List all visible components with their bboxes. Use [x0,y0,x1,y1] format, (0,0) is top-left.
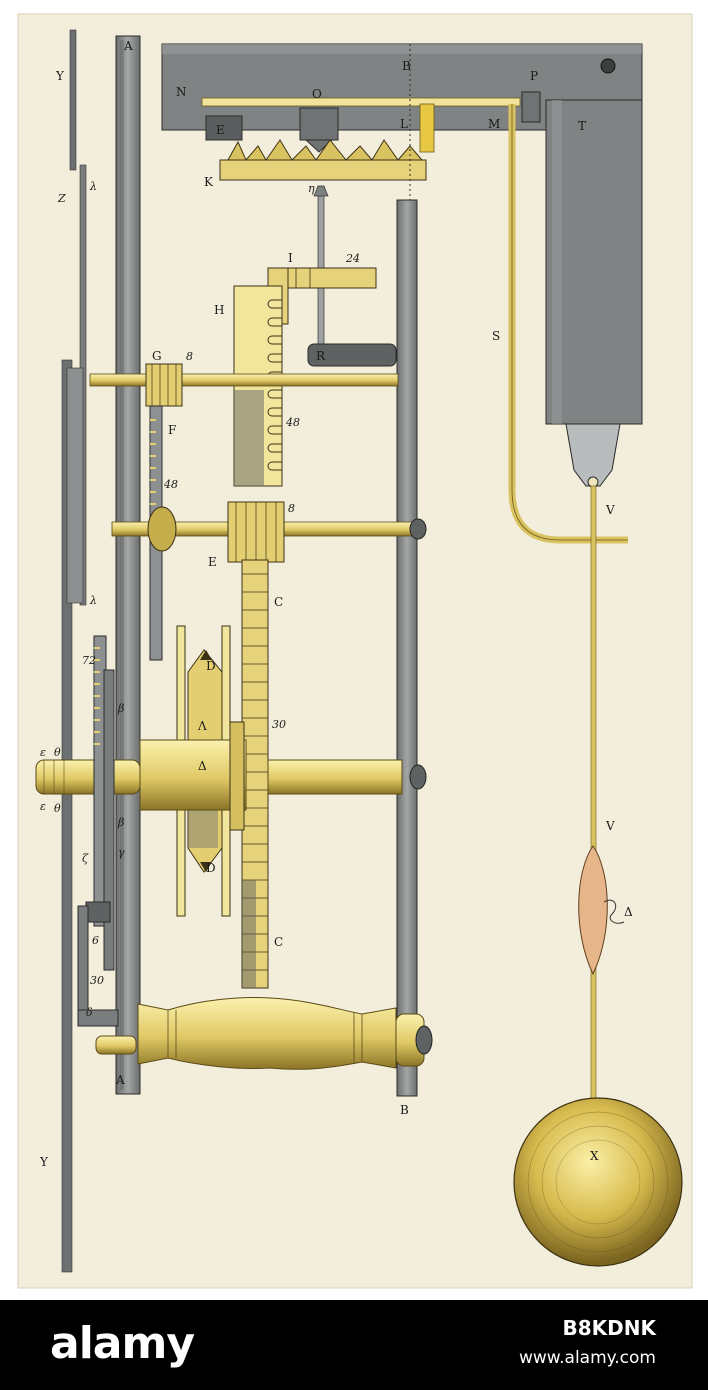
label-72: 72 [82,654,96,667]
collet-e [147,506,177,552]
label-theta-top: θ [54,746,61,759]
label-epsilon-low: ε [40,800,46,813]
image-code: B8KDNK [562,1316,657,1340]
rod-y-lower [61,359,73,1273]
label-h: H [214,303,224,317]
label-o: O [312,87,322,101]
pinion-g [145,363,183,407]
pinion-6 [85,901,111,923]
label-30-low: 30 [90,974,104,987]
label-g: G [152,349,162,363]
label-48-mid: 48 [285,416,300,429]
label-f: F [168,423,176,437]
label-eta: η [308,182,315,195]
suspension-clamp [565,423,621,487]
pendulum-rod [590,485,597,1107]
label-a-top: A [123,39,133,53]
arbor-g [89,373,399,387]
label-gamma: γ [118,846,125,859]
crown-wheel-k [219,159,427,181]
label-b-low: B [400,1103,409,1117]
label-beta-top: β [117,702,124,715]
label-i: I [288,251,293,265]
label-r: R [316,349,326,363]
block-e [205,115,243,141]
label-lambda-cap: Λ [197,719,207,733]
label-lambda-top: λ [89,180,97,193]
label-y-low: Y [39,1155,49,1169]
stock-footer: alamy B8KDNK www.alamy.com [0,1300,708,1390]
label-b-top: B [402,59,411,73]
pinion-r [307,343,397,367]
label-x: X [590,1149,599,1163]
label-n: N [176,85,187,99]
main-arbor-shaft [267,759,403,795]
pillar-left-stub [95,1035,137,1055]
label-s: S [492,329,500,343]
label-k: K [204,175,214,189]
block-o [299,107,339,141]
label-zeta: ζ [82,852,89,865]
crutch-rod [201,97,521,107]
clock-mechanism-engraving: Y A B N O P T E L M K η I 24 H R S G 8 F… [17,13,693,1289]
label-d-low: D [206,861,216,875]
dial-wheel-30 [103,669,115,971]
label-l: L [400,117,408,131]
label-beta-low: β [117,816,124,829]
label-delta-small: δ [86,1006,93,1019]
label-lambda-low: λ [89,594,97,607]
label-delta-bob: Δ [624,905,633,919]
label-48-left: 48 [163,478,178,491]
label-m: M [488,117,500,131]
label-e-mid: E [208,555,217,569]
label-epsilon-top: ε [40,746,46,759]
site-url: www.alamy.com [518,1348,656,1368]
label-24: 24 [345,252,360,265]
rod-y-upper [69,29,77,171]
lambda-plate [66,367,84,604]
crown-wheel-teeth [227,139,424,161]
label-theta-low: θ [54,802,61,815]
label-z: Z [57,192,66,205]
label-30: 30 [272,718,286,731]
label-v-mid: V [605,819,615,833]
label-t: T [578,119,586,133]
label-c-top: C [274,595,283,609]
plate-a [115,35,141,1095]
bridge-screw [600,58,616,74]
label-a-low: A [115,1073,125,1087]
label-c-low: C [274,935,283,949]
label-delta-drum: Δ [198,759,207,773]
plate-b [396,199,418,1097]
lens-bob [578,845,608,976]
label-8-mid: 8 [288,502,295,515]
label-e-escape: E [216,123,225,137]
brand-logo: alamy [50,1318,195,1369]
pillar [137,997,397,1070]
pendulum-bob [513,1097,683,1267]
main-arbor [35,759,141,795]
label-6: 6 [92,934,99,947]
pallet-l [419,103,435,153]
label-8-top: 8 [186,350,193,363]
label-v-top: V [605,503,615,517]
label-y-top: Y [55,69,65,83]
label-d-top: D [206,659,216,673]
label-p: P [530,69,538,83]
bracket-p [521,91,541,123]
